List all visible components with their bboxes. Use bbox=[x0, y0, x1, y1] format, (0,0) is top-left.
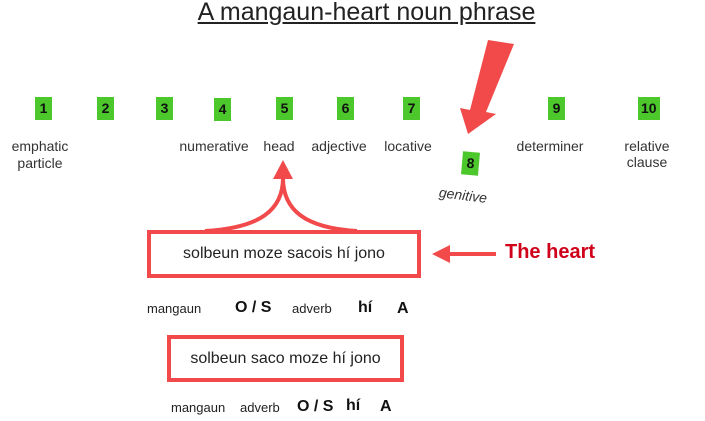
example1-gloss-os: O / S bbox=[235, 299, 272, 316]
heart-arrowhead bbox=[432, 245, 450, 263]
slot-label-locative: locative bbox=[384, 138, 432, 154]
genitive-movement-arrow bbox=[460, 40, 514, 134]
slot-badge-4: 4 bbox=[214, 98, 231, 121]
head-curve-arrow-left bbox=[204, 177, 285, 233]
slot-badge-9: 9 bbox=[548, 97, 565, 120]
example1-gloss-hi: hí bbox=[358, 299, 373, 316]
heart-label: The heart bbox=[505, 241, 596, 263]
slot-label-numerative: numerative bbox=[179, 138, 249, 154]
slot-label-head: head bbox=[263, 138, 295, 154]
example2-gloss-a: A bbox=[380, 398, 392, 415]
example2-box: solbeun saco moze hí jono bbox=[167, 335, 404, 382]
slot-badge-6: 6 bbox=[337, 97, 354, 120]
slot-badge-2: 2 bbox=[97, 97, 114, 120]
diagram-title: A mangaun-heart noun phrase bbox=[197, 0, 536, 26]
slot-label-relative-clause: relative clause bbox=[624, 138, 670, 170]
example2-phrase: solbeun saco moze hí jono bbox=[190, 349, 381, 367]
slot-label-adjective: adjective bbox=[311, 138, 367, 154]
slot-badge-7: 7 bbox=[403, 97, 420, 120]
head-arrowhead bbox=[273, 160, 293, 179]
example2-gloss-mangaun: mangaun bbox=[171, 400, 226, 415]
slot-badge-10: 10 bbox=[638, 97, 660, 120]
slot-badge-1: 1 bbox=[35, 97, 52, 120]
example1-phrase: solbeun moze sacois hí jono bbox=[183, 245, 385, 262]
example2-gloss-adverb: adverb bbox=[240, 400, 280, 415]
example1-gloss-a: A bbox=[397, 300, 409, 317]
slot-badge-3: 3 bbox=[156, 97, 173, 120]
head-curve-arrow-right bbox=[281, 177, 358, 233]
example2-gloss-hi: hí bbox=[346, 397, 361, 414]
slot-badge-8: 8 bbox=[461, 151, 480, 176]
emphatic-line2: particle bbox=[17, 155, 63, 171]
slot-label-determiner: determiner bbox=[516, 138, 584, 154]
example2-gloss-os: O / S bbox=[297, 398, 334, 415]
example1-gloss-adverb: adverb bbox=[292, 301, 332, 316]
example1-gloss-mangaun: mangaun bbox=[147, 301, 202, 316]
example1-box: solbeun moze sacois hí jono bbox=[147, 230, 421, 278]
slot-badge-5: 5 bbox=[276, 97, 293, 120]
emphatic-line1: emphatic bbox=[11, 138, 69, 154]
